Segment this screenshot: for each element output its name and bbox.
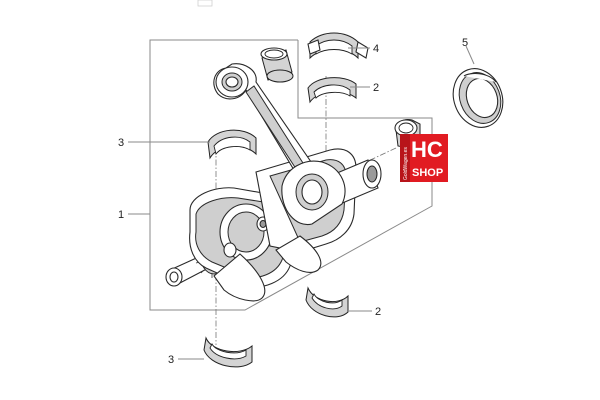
callout-3-lower: 3 <box>168 354 174 366</box>
callout-1: 1 <box>118 209 124 221</box>
logo-side-strip <box>400 134 410 182</box>
thrust-bearing-half-4 <box>307 32 369 60</box>
oil-seal-ring <box>452 68 504 128</box>
logo-side-text: GoldWagen.es <box>403 147 409 180</box>
callout-2-upper: 2 <box>373 82 379 94</box>
logo-shop-text: SHOP <box>412 167 443 179</box>
callout-2-lower: 2 <box>375 306 381 318</box>
hc-shop-logo: GoldWagen.es HC SHOP <box>400 134 448 182</box>
callout-3-upper: 3 <box>118 137 124 149</box>
main-bearing-half-lower <box>305 286 349 318</box>
top-edge-artifact <box>197 0 213 7</box>
leader-lines <box>128 45 475 360</box>
rod-small-end-bushing <box>260 47 294 83</box>
rod-bearing-half-lower <box>203 336 253 368</box>
connecting-rod <box>213 63 346 226</box>
rod-bearing-half-upper <box>207 129 257 160</box>
crankshaft <box>165 148 382 302</box>
main-bearing-half-upper <box>307 77 357 104</box>
callout-4: 4 <box>373 43 379 55</box>
logo-hc-text: HC <box>411 137 443 162</box>
assembly-bracket <box>149 39 433 311</box>
callout-5: 5 <box>462 37 468 49</box>
